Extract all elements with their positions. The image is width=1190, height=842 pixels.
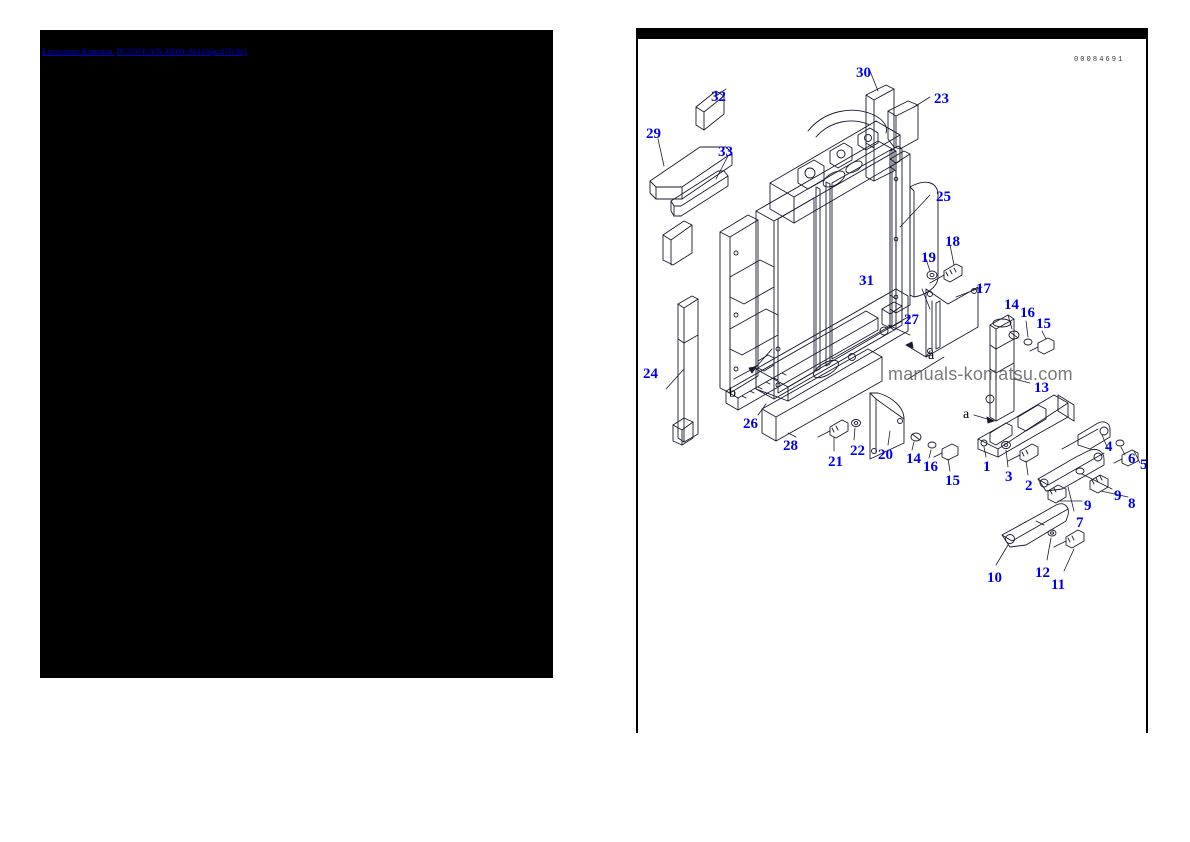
part-19-shape — [926, 270, 938, 280]
part-23-shape — [887, 100, 919, 150]
callout-19: 19 — [921, 250, 936, 266]
reference-arrow-a1 — [973, 414, 995, 424]
part-24-shape — [677, 295, 699, 443]
frame-top-bar — [636, 28, 1148, 39]
part-8-shape — [1089, 474, 1109, 494]
part-21-shape — [817, 419, 849, 439]
part-4-shape — [1061, 421, 1111, 450]
part-32-shape — [695, 90, 725, 131]
callout-9: 9 — [1084, 498, 1092, 514]
technical-drawing-frame: 00084691 — [636, 28, 1148, 733]
callout-20: 20 — [878, 447, 893, 463]
drawing-part-number: 00084691 — [1074, 56, 1125, 64]
callout-15: 15 — [945, 473, 960, 489]
reference-arrow-a2 — [905, 341, 931, 358]
catalog-title-model: PC270-8 S/N 30001-30116(pc270-8c) — [116, 46, 247, 56]
part-10-shape — [1001, 503, 1069, 548]
frame-right-border — [1146, 39, 1148, 733]
part-30-shape — [865, 84, 895, 182]
part-small-cube-a — [672, 417, 694, 446]
part-33-shape — [670, 170, 729, 217]
part-31-shape — [909, 181, 939, 298]
callout-3: 3 — [1005, 469, 1013, 485]
callout-12: 12 — [1035, 565, 1050, 581]
callout-2: 2 — [1025, 478, 1033, 494]
reference-letter-b: b — [729, 386, 736, 401]
callout-17: 17 — [976, 281, 991, 297]
callout-14: 14 — [1004, 297, 1019, 313]
part-2-shape — [1007, 443, 1039, 463]
callout-15: 15 — [1036, 316, 1051, 332]
hardware-cluster-lower — [910, 432, 959, 461]
parts-diagram-svg — [649, 70, 1141, 572]
callout-18: 18 — [945, 234, 960, 250]
part-22-shape — [851, 419, 861, 427]
radiator-assembly — [719, 109, 909, 402]
part-20-shape — [869, 392, 905, 460]
callout-10: 10 — [987, 570, 1002, 586]
part-9a-shape — [1075, 467, 1085, 475]
part-25-shape — [889, 150, 911, 314]
callout-5: 5 — [1140, 457, 1146, 473]
part-29-shape — [649, 146, 733, 200]
frame-left-border — [636, 39, 638, 733]
part-6-shape — [1115, 439, 1125, 447]
part-small-block-a — [662, 220, 693, 266]
callout-24: 24 — [643, 366, 658, 382]
callout-28: 28 — [783, 438, 798, 454]
callout-4: 4 — [1105, 439, 1113, 455]
part-7-shape — [1037, 448, 1105, 492]
part-18-shape — [929, 263, 963, 284]
part-3-shape — [1001, 441, 1011, 449]
callout-22: 22 — [850, 443, 865, 459]
catalog-title-prefix: Excavators Komatsu — [42, 46, 115, 56]
callout-6: 6 — [1128, 451, 1136, 467]
part-12-shape — [1047, 529, 1057, 537]
callout-16: 16 — [923, 459, 938, 475]
callout-30: 30 — [856, 65, 871, 81]
callout-16: 16 — [1020, 305, 1035, 321]
callout-11: 11 — [1051, 577, 1066, 593]
part-9b-shape — [1047, 484, 1067, 504]
reference-letter-a: a — [963, 407, 970, 422]
part-17-shape — [925, 286, 979, 358]
callout-33: 33 — [718, 144, 733, 160]
catalog-title-link[interactable]: Excavators Komatsu PC270-8 S/N 30001-301… — [42, 46, 247, 56]
callout-21: 21 — [828, 454, 843, 470]
part-26-shape — [725, 310, 879, 411]
reference-letter-a: a — [928, 348, 935, 363]
hardware-cluster-upper — [1008, 330, 1055, 355]
part-28-shape — [761, 348, 883, 442]
part-bolt-b — [749, 354, 775, 372]
callout-26: 26 — [743, 416, 758, 432]
callout-27: 27 — [904, 312, 919, 328]
callout-7: 7 — [1076, 515, 1084, 531]
callout-13: 13 — [1034, 380, 1049, 396]
part-11-shape — [1053, 529, 1085, 549]
callout-23: 23 — [934, 91, 949, 107]
callout-14: 14 — [906, 451, 921, 467]
callout-9: 9 — [1114, 488, 1122, 504]
callout-31: 31 — [859, 273, 874, 289]
preview-panel: Excavators Komatsu PC270-8 S/N 30001-301… — [40, 30, 553, 678]
callout-8: 8 — [1128, 496, 1136, 512]
watermark-text: manuals-komatsu.com — [888, 364, 1073, 384]
callout-1: 1 — [983, 459, 991, 475]
callout-32: 32 — [711, 89, 726, 105]
part-5-shape — [1113, 449, 1139, 467]
callout-29: 29 — [646, 126, 661, 142]
callout-25: 25 — [936, 189, 951, 205]
